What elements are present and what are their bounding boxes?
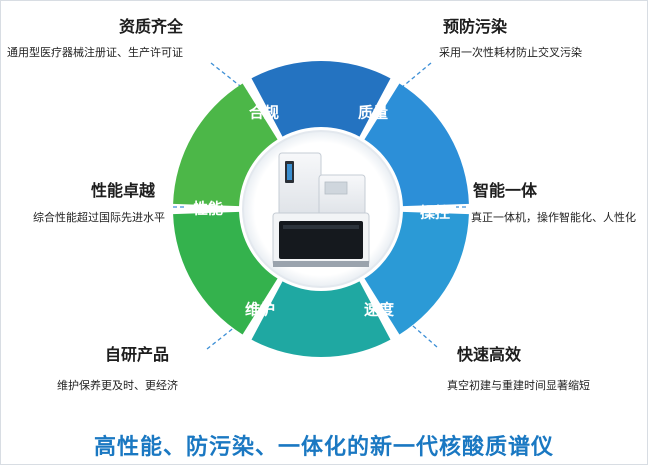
feature-desc-mid-left: 综合性能超过国际先进水平 xyxy=(33,211,165,224)
connector-bottom-left xyxy=(206,318,246,350)
ring-segment-caokong xyxy=(364,211,469,335)
feature-desc-bottom-right: 真空初建与重建时间显著缩短 xyxy=(447,379,590,392)
ring-segments xyxy=(173,60,469,357)
segment-label-xingneng: 性能 xyxy=(192,199,224,218)
ring-segment-hegui xyxy=(251,60,391,137)
feature-desc-mid-right: 真正一体机，操作智能化、人性化 xyxy=(471,211,636,224)
feature-title-mid-right: 智能一体 xyxy=(473,181,538,200)
ring-segment-zhiliang xyxy=(364,83,469,207)
segment-label-sudu: 速度 xyxy=(363,300,395,319)
ring-segment-weihu xyxy=(173,211,278,335)
feature-title-top-left: 资质齐全 xyxy=(119,17,184,36)
feature-title-bottom-left: 自研产品 xyxy=(105,345,170,364)
instrument-image xyxy=(272,152,370,267)
ring-segment-xingneng xyxy=(173,83,278,207)
footer-title: 高性能、防污染、一体化的新一代核酸质谱仪 xyxy=(93,435,554,460)
connector-top-left xyxy=(210,62,250,94)
feature-desc-bottom-left: 维护保养更及时、更经济 xyxy=(57,379,178,392)
feature-title-top-right: 预防污染 xyxy=(443,17,508,36)
feature-title-mid-left: 性能卓越 xyxy=(91,181,156,200)
segment-label-zhiliang: 质量 xyxy=(357,103,389,122)
segment-label-weihu: 维护 xyxy=(244,300,276,319)
feature-title-bottom-right: 快速高效 xyxy=(457,345,522,364)
segment-label-hegui: 合规 xyxy=(248,103,280,122)
segment-label-caokong: 操控 xyxy=(419,203,451,222)
connector-top-right xyxy=(394,62,432,94)
ring-segment-sudu xyxy=(251,281,391,357)
feature-desc-top-left: 通用型医疗器械注册证、生产许可证 xyxy=(7,46,183,59)
feature-desc-top-right: 采用一次性耗材防止交叉污染 xyxy=(439,46,582,59)
